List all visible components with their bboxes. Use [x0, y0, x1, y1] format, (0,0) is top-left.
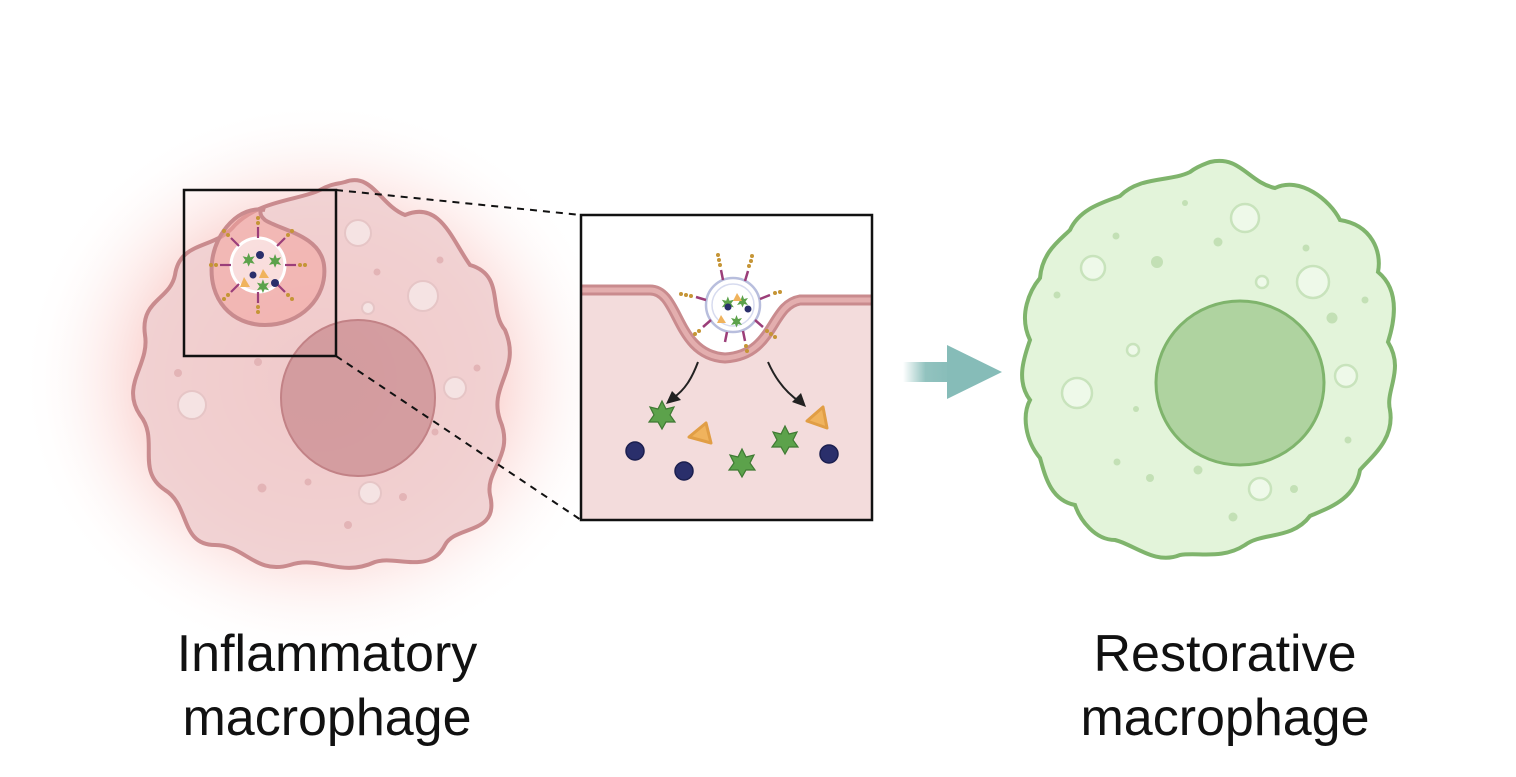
restorative-label-line2: macrophage: [1080, 689, 1370, 747]
star-molecule-icon: [770, 424, 800, 456]
inflammatory-label-line1: Inflammatory: [176, 625, 478, 683]
right-arrow-icon: [903, 345, 1002, 399]
circle-molecule-icon: [819, 444, 839, 464]
triangle-molecule-icon: [805, 405, 829, 430]
circle-molecule-icon: [625, 441, 645, 461]
restorative-macrophage-label: Restorative macrophage: [1015, 622, 1435, 750]
circle-molecule-icon: [674, 461, 694, 481]
triangle-molecule-icon: [687, 421, 713, 445]
restorative-dots: [1053, 200, 1369, 522]
inset-exosome: [679, 253, 782, 353]
restorative-nucleus: [1154, 299, 1326, 467]
inflammatory-dots: [174, 256, 481, 529]
inflammatory-granules: [177, 219, 467, 505]
pocket-exosome: [209, 216, 307, 314]
zoom-inset: [579, 213, 874, 522]
zoom-connector-bottom: [335, 355, 582, 521]
zoom-inset-frame: [579, 213, 874, 522]
inflammatory-nucleus: [280, 319, 436, 477]
inset-cytoplasm: [581, 293, 872, 520]
inflammatory-label-line2: macrophage: [182, 689, 472, 747]
release-arrowhead-right: [792, 393, 806, 407]
restorative-label-line1: Restorative: [1093, 625, 1357, 683]
release-arrowhead-left: [666, 391, 681, 404]
inflammatory-macrophage: [20, 100, 620, 660]
restorative-macrophage: [1020, 158, 1397, 560]
released-cargo: [625, 399, 839, 481]
inflammatory-macrophage-label: Inflammatory macrophage: [117, 622, 537, 750]
restorative-granules: [1060, 202, 1359, 502]
zoom-selection-box: [182, 188, 338, 358]
star-molecule-icon: [647, 399, 677, 431]
star-molecule-icon: [727, 447, 757, 479]
zoom-connector-top: [335, 189, 582, 216]
